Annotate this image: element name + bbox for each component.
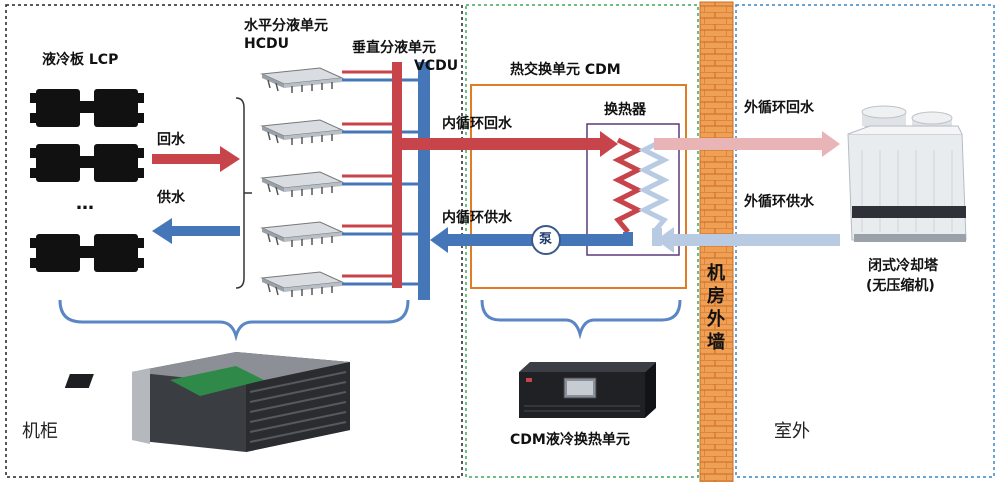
return-arrow-left xyxy=(152,146,240,172)
inner-return-pipe-arrow xyxy=(600,131,618,157)
hx-cold-coil xyxy=(638,137,670,234)
cdm-box xyxy=(470,84,687,289)
return-label: 回水 xyxy=(157,132,185,148)
inner-return-pipe xyxy=(402,138,602,150)
outdoor-region-label: 室外 xyxy=(774,421,810,442)
cdm-title: 热交换单元 CDM xyxy=(510,62,621,78)
outer-supply-pipe-arrow xyxy=(656,227,674,253)
outer-supply-elbow xyxy=(652,228,662,246)
cooling-tower-label-line2: (无压缩机) xyxy=(866,278,935,294)
lcp-ellipsis: … xyxy=(76,193,94,214)
cdm-product-image xyxy=(519,362,656,418)
vcdu-hot-pipe xyxy=(392,62,402,288)
pump-label: 泵 xyxy=(539,232,553,247)
cooling-tower xyxy=(847,105,967,242)
outer-supply-label: 外循环供水 xyxy=(744,194,814,210)
hcdu-units xyxy=(260,67,344,297)
cabinet-brace xyxy=(58,299,410,342)
pump-symbol xyxy=(531,225,561,255)
outer-return-pipe xyxy=(654,138,824,150)
inner-supply-label: 内循环供水 xyxy=(442,210,512,226)
inner-return-label: 内循环回水 xyxy=(442,116,512,132)
vcdu-label-line2: VCDU xyxy=(414,58,459,74)
bracket-lcp-hcdu xyxy=(235,97,252,289)
server-cabinet-image xyxy=(64,352,350,452)
wall-label: 机房外墙 xyxy=(707,263,725,353)
cdm-product-caption: CDM液冷换热单元 xyxy=(510,432,630,448)
supply-label: 供水 xyxy=(157,190,185,206)
heat-exchanger-box xyxy=(586,123,680,256)
hx-hot-coil xyxy=(612,137,644,234)
hcdu-label-line2: HCDU xyxy=(244,36,289,52)
heat-exchanger-label: 换热器 xyxy=(604,102,646,118)
cdm-brace xyxy=(480,299,682,340)
inner-supply-pipe-arrow xyxy=(430,227,448,253)
outer-return-pipe-arrow xyxy=(822,131,840,157)
hcdu-label-line1: 水平分液单元 xyxy=(244,18,328,34)
supply-arrow-left xyxy=(152,218,240,244)
hcdu-vcdu-connectors xyxy=(342,70,420,286)
cooling-tower-label-line1: 闭式冷却塔 xyxy=(868,258,938,274)
outer-return-label: 外循环回水 xyxy=(744,100,814,116)
vcdu-label-line1: 垂直分液单元 xyxy=(352,40,436,56)
lcp-label: 液冷板 LCP xyxy=(42,52,119,68)
lcp-cold-plates xyxy=(30,89,144,272)
outer-supply-pipe xyxy=(672,234,840,246)
vcdu-cold-pipe xyxy=(418,62,430,300)
cabinet-region-label: 机柜 xyxy=(22,421,58,442)
